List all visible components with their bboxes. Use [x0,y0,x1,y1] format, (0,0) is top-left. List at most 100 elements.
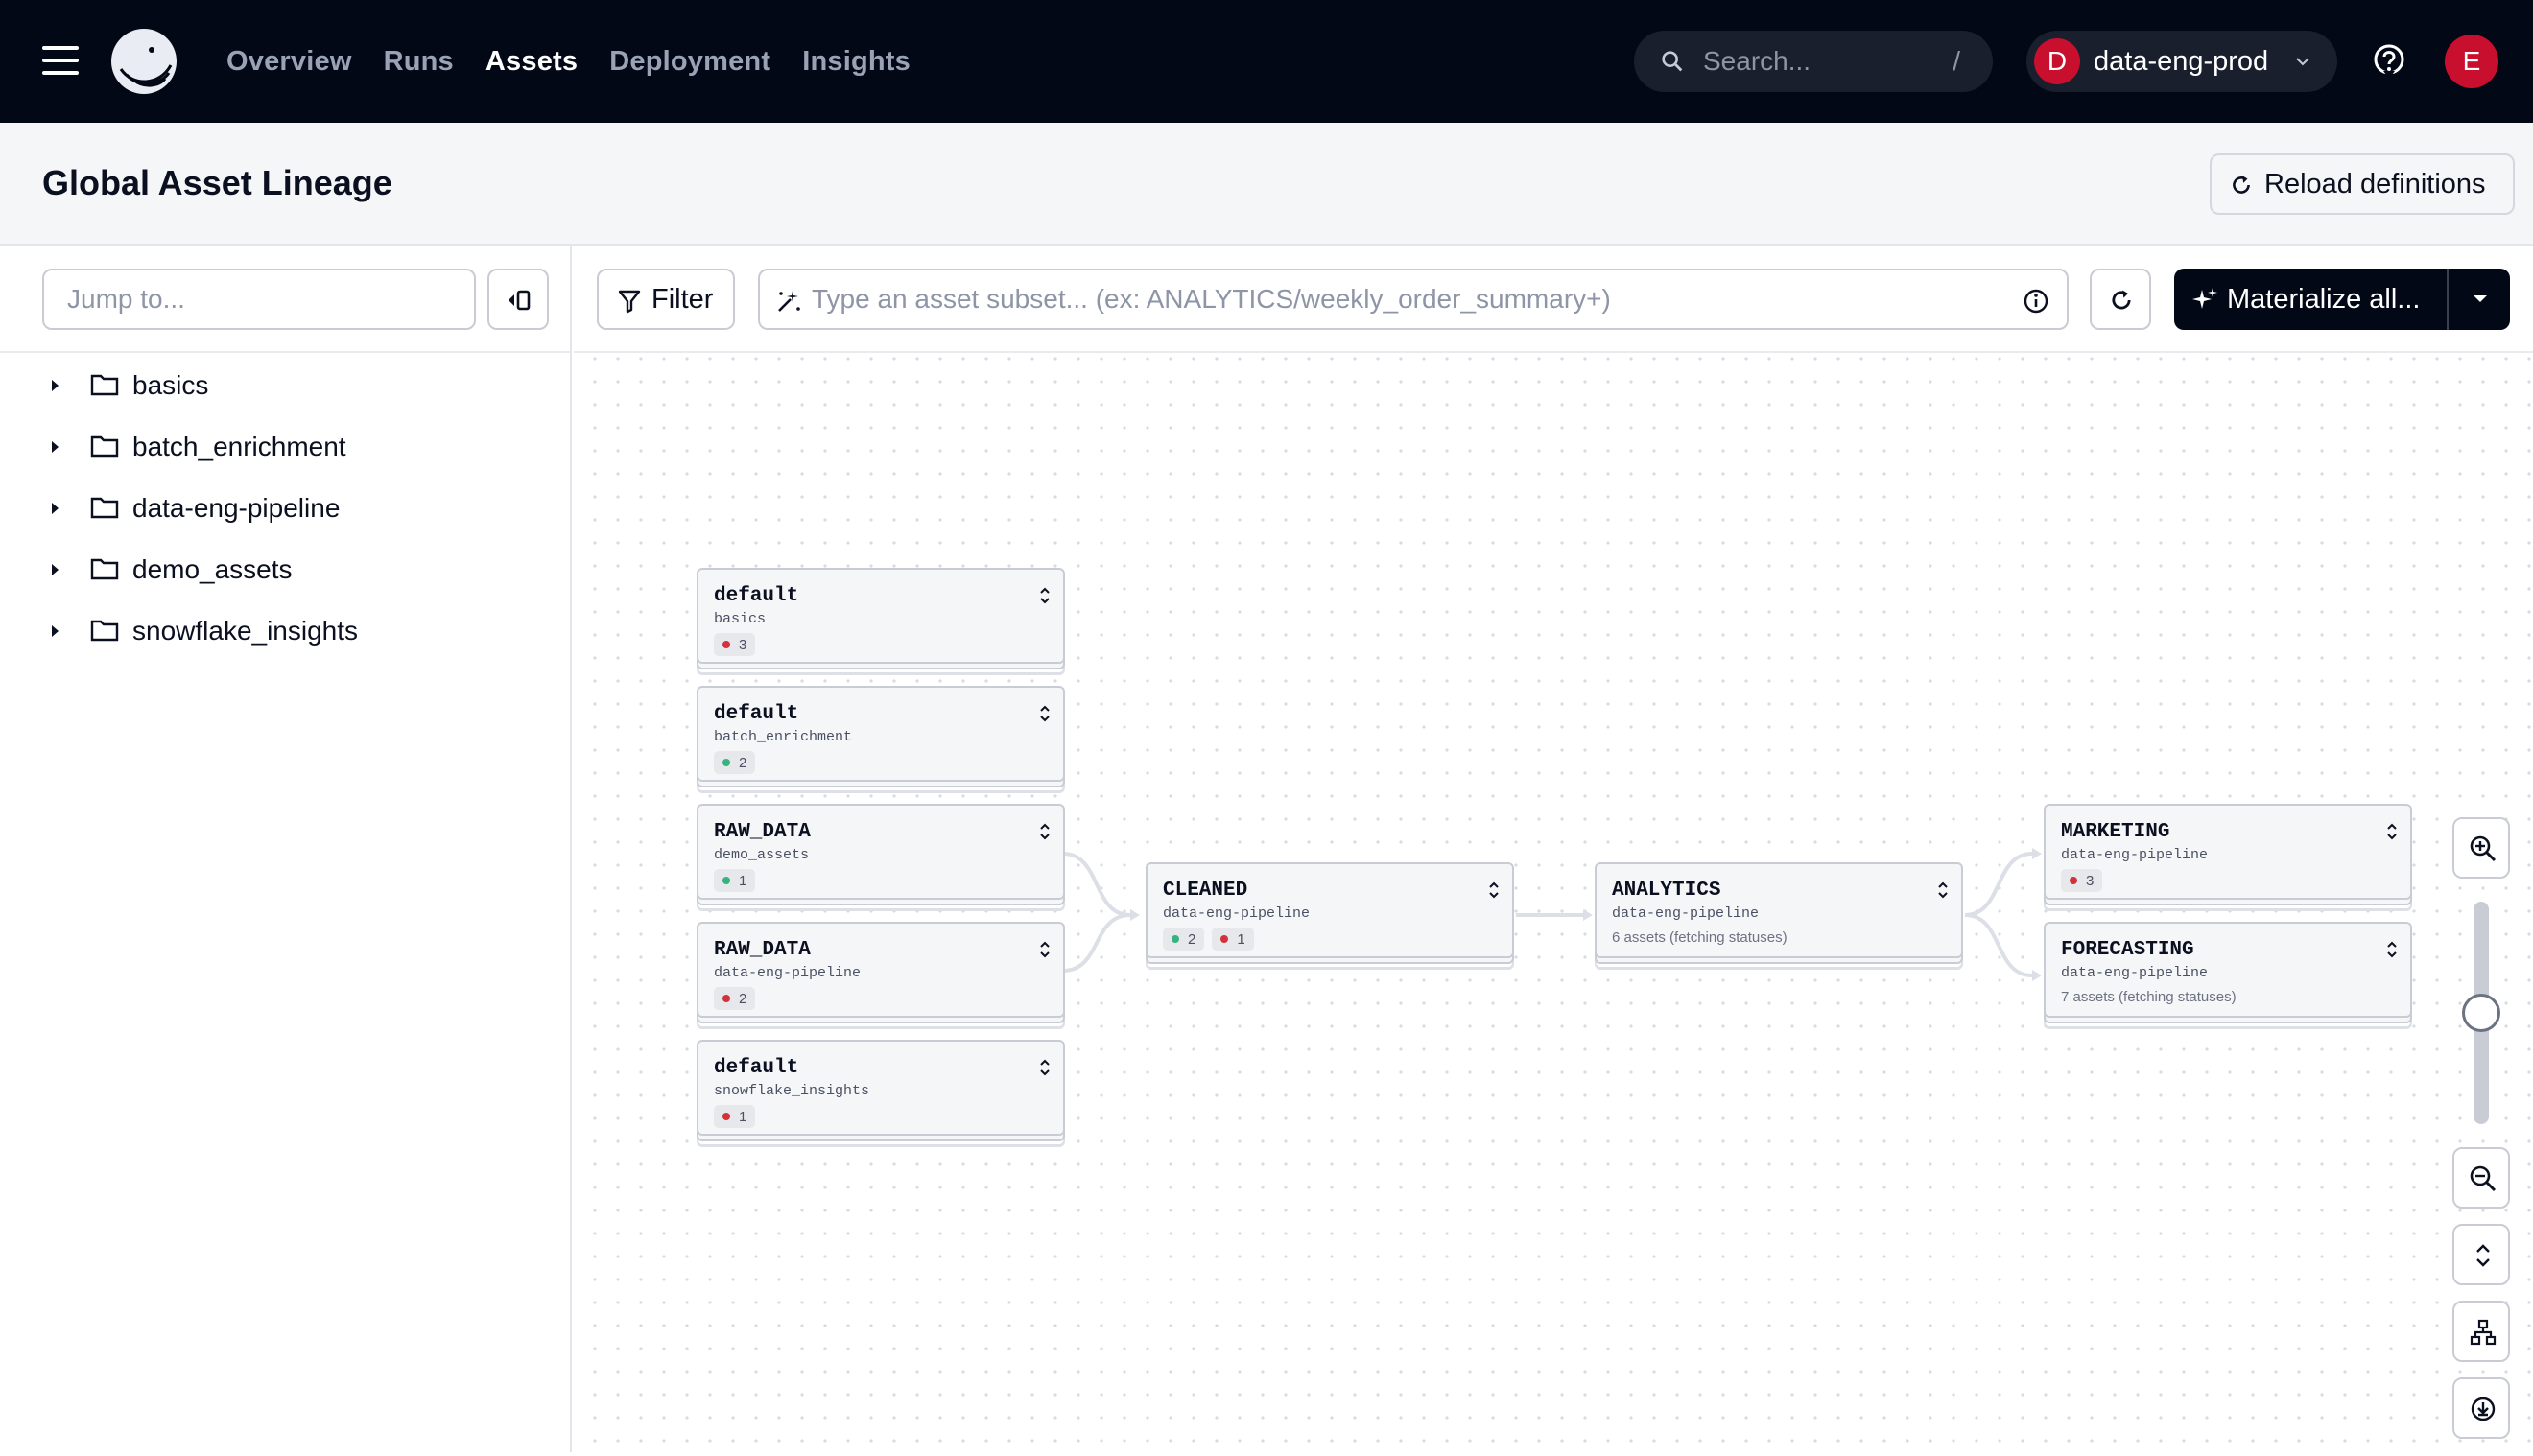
sparkle-icon [2192,288,2217,309]
tree-item-basics[interactable]: basics [0,355,570,416]
asset-selection-field[interactable] [758,269,2069,330]
arrow-head [2032,970,2042,981]
asset-count-note: 6 assets (fetching statuses) [1612,929,1787,946]
expand-icon[interactable] [1038,585,1052,606]
asset-group-node[interactable]: ANALYTICS data-eng-pipeline 6 assets (fe… [1595,862,1963,958]
reload-definitions-button[interactable]: Reload definitions [2210,153,2515,215]
tree-item-batch-enrichment[interactable]: batch_enrichment [0,416,570,478]
status-badge: 2 [1163,928,1205,951]
nav-overview[interactable]: Overview [226,45,352,77]
global-search[interactable]: Search... / [1634,31,1993,92]
layout-button[interactable] [2452,1301,2510,1362]
jump-to-field[interactable] [42,269,476,330]
caret-right-icon[interactable] [52,564,59,575]
expand-icon[interactable] [1038,821,1052,842]
top-nav-bar: Overview Runs Assets Deployment Insights… [0,0,2533,123]
asset-group-node[interactable]: MARKETING data-eng-pipeline 3 [2044,804,2412,900]
code-location: data-eng-pipeline [2061,847,2209,863]
materialize-all-label: Materialize all... [2227,284,2421,315]
jump-to-input[interactable] [44,270,474,328]
graph-toolbar: Filter Materialize all... [574,246,2533,353]
collapse-sidebar-button[interactable] [487,269,549,330]
filter-label: Filter [651,283,714,315]
zoom-in-button[interactable] [2452,817,2510,879]
tree-item-label: batch_enrichment [132,432,346,461]
arrow-head [1130,909,1140,921]
asset-group-node[interactable]: CLEANED data-eng-pipeline 2 1 [1146,862,1514,958]
expand-icon[interactable] [1038,939,1052,960]
expand-icon[interactable] [1038,1057,1052,1078]
status-dot [722,759,730,766]
group-name: FORECASTING [2061,939,2194,961]
asset-group-node[interactable]: RAW_DATA demo_assets 1 [697,804,1065,900]
folder-icon [90,497,119,519]
code-location: data-eng-pipeline [1163,905,1311,922]
help-icon[interactable] [2370,42,2408,81]
nav-assets[interactable]: Assets [485,45,579,77]
menu-icon[interactable] [42,46,79,77]
status-badge: 2 [714,987,756,1010]
status-badge: 1 [1212,928,1254,951]
badge-count: 1 [1237,930,1245,948]
asset-selection-input[interactable] [812,270,2011,328]
asset-sidebar: basics batch_enrichment data-eng-pipelin… [0,246,572,1452]
folder-icon [90,435,119,458]
status-dot [722,1113,730,1120]
nav-deployment[interactable]: Deployment [609,45,771,77]
tree-item-label: snowflake_insights [132,616,359,646]
lineage-edges [1062,848,2042,981]
expand-icon[interactable] [2385,821,2399,842]
materialize-all-button[interactable]: Materialize all... [2174,269,2510,330]
expand-icon[interactable] [2385,939,2399,960]
expand-icon[interactable] [1487,880,1501,901]
asset-group-node[interactable]: default batch_enrichment 2 [697,686,1065,782]
caret-right-icon[interactable] [52,441,59,453]
user-avatar[interactable]: E [2445,35,2498,88]
badge-count: 1 [739,872,747,889]
search-shortcut: / [1953,46,1960,76]
materialize-options-dropdown[interactable] [2449,269,2510,330]
caret-right-icon[interactable] [52,380,59,391]
nav-runs[interactable]: Runs [383,45,454,77]
badge-count: 3 [2086,872,2095,889]
filter-button[interactable]: Filter [597,269,735,330]
tree-item-demo-assets[interactable]: demo_assets [0,539,570,600]
zoom-slider-handle[interactable] [2462,994,2500,1032]
asset-group-node[interactable]: default basics 3 [697,568,1065,664]
asset-group-node[interactable]: RAW_DATA data-eng-pipeline 2 [697,922,1065,1018]
download-button[interactable] [2452,1377,2510,1439]
arrow-head [1583,909,1593,921]
arrow-head [2032,848,2042,859]
zoom-controls [2452,817,2510,1456]
tree-item-data-eng-pipeline[interactable]: data-eng-pipeline [0,478,570,539]
asset-group-node[interactable]: default snowflake_insights 1 [697,1040,1065,1136]
search-placeholder: Search... [1703,46,1811,76]
expand-icon[interactable] [1038,703,1052,724]
page-title: Global Asset Lineage [42,163,392,202]
group-name: RAW_DATA [714,939,811,961]
status-badge: 2 [714,751,756,774]
nav-insights[interactable]: Insights [802,45,911,77]
zoom-out-button[interactable] [2452,1147,2510,1209]
chevron-down-icon [2296,58,2309,66]
dagster-logo[interactable] [109,27,178,96]
asset-graph-canvas[interactable]: Filter Materialize all... [574,246,2533,1452]
caret-right-icon[interactable] [52,503,59,514]
refresh-button[interactable] [2090,269,2151,330]
expand-icon[interactable] [1936,880,1950,901]
caret-right-icon[interactable] [52,625,59,637]
expand-all-button[interactable] [2452,1224,2510,1285]
tree-item-label: demo_assets [132,554,293,584]
sidebar-divider [0,351,570,353]
asset-group-node[interactable]: FORECASTING data-eng-pipeline 7 assets (… [2044,922,2412,1018]
tree-item-snowflake-insights[interactable]: snowflake_insights [0,600,570,662]
folder-icon [90,620,119,642]
main-nav: Overview Runs Assets Deployment Insights [226,0,942,123]
status-dot [2070,877,2077,884]
page-header: Global Asset Lineage Reload definitions [0,123,2533,246]
download-icon [2471,1397,2496,1421]
deployment-switcher[interactable]: D data-eng-prod [2026,31,2337,92]
status-dot [722,877,730,884]
info-icon[interactable] [2023,288,2049,315]
org-avatar: D [2034,38,2080,84]
